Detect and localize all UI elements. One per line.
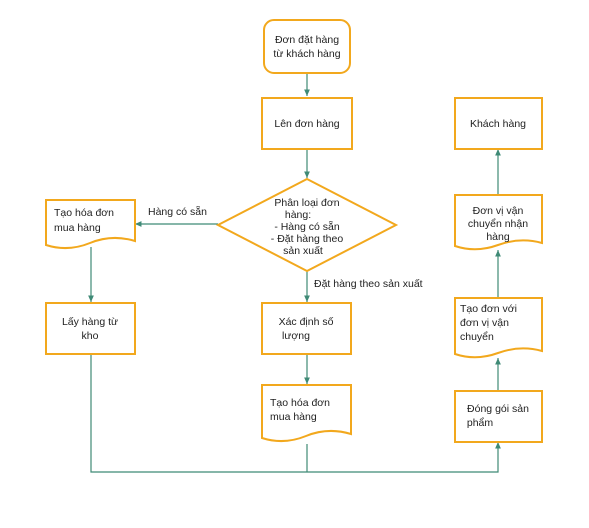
edge-label-in-stock: Hàng có sẵn	[148, 205, 207, 218]
node-order-from-customer-line-1: Đơn đặt hàng	[275, 34, 339, 46]
node-invoice-left: Tạo hóa đơn mua hàng	[45, 199, 136, 249]
node-carrier-order-line-3: chuyển	[460, 331, 494, 343]
node-invoice-middle: Tạo hóa đơn mua hàng	[261, 384, 352, 442]
node-carrier-receive-line-3: hàng	[486, 231, 510, 243]
node-invoice-left-line-2: mua hàng	[54, 222, 101, 234]
node-classify-line-2: hàng:	[285, 209, 311, 221]
node-order-from-customer: Đơn đặt hàng từ khách hàng	[263, 19, 351, 74]
node-classify-line-3: - Hàng có sẵn	[274, 220, 340, 233]
connectors	[88, 73, 501, 473]
node-classify-line-1: Phân loại đơn	[274, 197, 339, 209]
node-carrier-order: Tạo đơn với đơn vị vận chuyển	[454, 297, 543, 359]
node-create-order-line-1: Lên đơn hàng	[274, 118, 339, 130]
node-invoice-mid-line-2: mua hàng	[270, 411, 317, 423]
edge-bottom-merge-to-packing	[90, 354, 501, 473]
node-classify-decision: Phân loại đơn hàng: - Hàng có sẵn - Đặt …	[215, 177, 399, 273]
node-carrier-receive-line-2: chuyển nhận	[468, 218, 528, 230]
node-invoice-left-line-1: Tạo hóa đơn	[54, 207, 114, 219]
node-classify-line-5: sản xuất	[283, 245, 323, 257]
node-classify-line-4: - Đặt hàng theo	[271, 233, 344, 245]
node-packing-line-2: phẩm	[467, 417, 494, 429]
node-order-from-customer-line-2: từ khách hàng	[273, 48, 340, 60]
node-determine-qty-line-2: lượng	[282, 330, 310, 342]
node-pick-line-2: kho	[82, 330, 99, 342]
edge-label-made-to-order: Đặt hàng theo sản xuất	[314, 278, 423, 290]
node-create-order: Lên đơn hàng	[261, 97, 353, 150]
node-carrier-receive: Đơn vị vận chuyển nhận hàng	[454, 194, 543, 251]
node-carrier-order-line-1: Tạo đơn với	[460, 303, 517, 315]
node-carrier-receive-line-1: Đơn vị vận	[473, 205, 524, 217]
node-invoice-mid-line-1: Tạo hóa đơn	[270, 397, 330, 409]
node-carrier-order-line-2: đơn vị vận	[460, 317, 509, 329]
node-packing-line-1: Đóng gói sản	[467, 403, 529, 415]
node-pick-from-stock: Lấy hàng từ kho	[45, 302, 136, 355]
node-customer-line-1: Khách hàng	[470, 118, 526, 130]
node-determine-quantity: Xác định số lượng	[261, 302, 352, 355]
node-pick-line-1: Lấy hàng từ	[62, 316, 118, 328]
node-determine-qty-line-1: Xác định số	[279, 316, 334, 328]
node-customer: Khách hàng	[454, 97, 543, 150]
node-packing: Đóng gói sản phẩm	[454, 390, 543, 443]
